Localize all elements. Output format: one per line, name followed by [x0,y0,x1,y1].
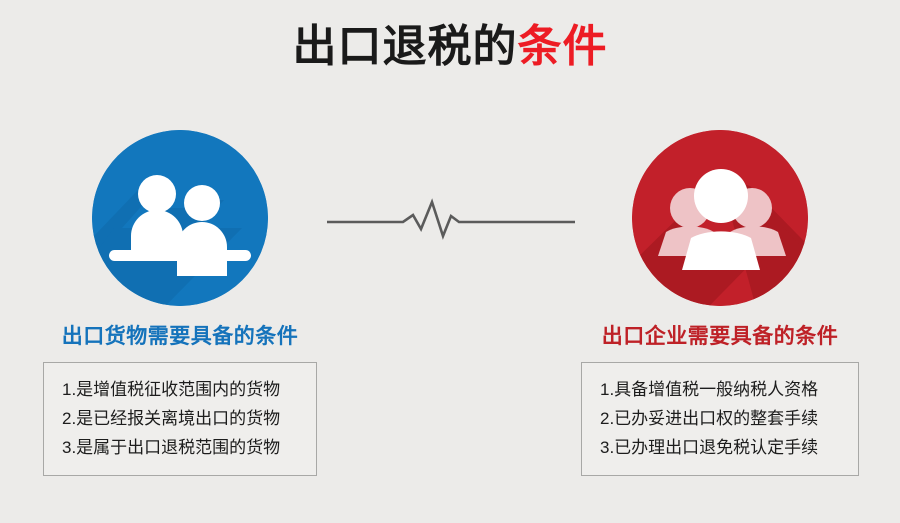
list-item: 1.具备增值税一般纳税人资格 [600,380,819,399]
list-item: 1.是增值税征收范围内的货物 [62,380,281,399]
list-item: 3.已办理出口退免税认定手续 [600,438,819,457]
page-title-accent: 条件 [517,22,608,71]
conditions-box-enterprise: 1.具备增值税一般纳税人资格 2.已办妥进出口权的整套手续 3.已办理出口退免税… [581,362,859,476]
badge-wrap-goods [92,130,268,306]
column-goods: 出口货物需要具备的条件 1.是增值税征收范围内的货物 2.是已经报关离境出口的货… [0,130,360,476]
badge-wrap-enterprise [632,130,808,306]
section-heading-goods: 出口货物需要具备的条件 [61,325,299,348]
section-heading-enterprise: 出口企业需要具备的条件 [601,325,839,348]
list-item: 3.是属于出口退税范围的货物 [62,438,281,457]
list-item: 2.是已经报关离境出口的货物 [62,409,281,428]
list-item: 2.已办妥进出口权的整套手续 [600,409,819,428]
conditions-box-goods: 1.是增值税征收范围内的货物 2.是已经报关离境出口的货物 3.是属于出口退税范… [43,362,317,476]
group-of-people-icon [632,130,808,306]
page-title-main: 出口退税的 [292,22,518,71]
heartbeat-pulse-icon [325,196,577,248]
column-enterprise: 出口企业需要具备的条件 1.具备增值税一般纳税人资格 2.已办妥进出口权的整套手… [540,130,900,476]
two-people-icon [92,130,268,306]
page-title: 出口退税的条件 [0,22,900,73]
